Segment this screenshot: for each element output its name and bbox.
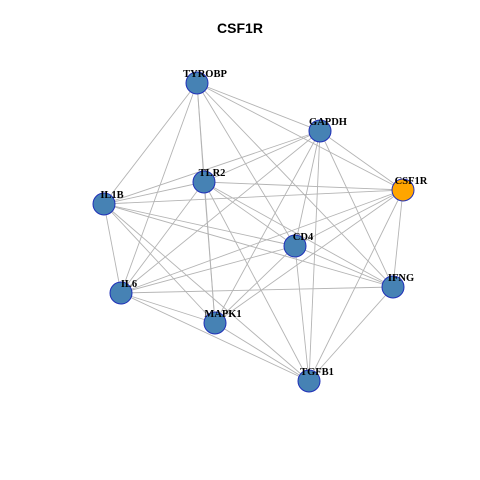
edge-il1b-il6	[103, 203, 122, 294]
edge-gapdh-il6	[120, 130, 321, 294]
node-il1b[interactable]	[92, 192, 116, 216]
edge-tyrobp-il6	[120, 82, 198, 294]
edge-ifng-il6	[120, 286, 394, 294]
edge-gapdh-csf1r	[319, 130, 404, 191]
edge-gapdh-tlr2	[203, 130, 321, 183]
edge-cd4-ifng	[294, 245, 394, 288]
edge-tlr2-ifng	[203, 181, 394, 288]
edge-il1b-ifng	[103, 203, 394, 288]
edge-csf1r-ifng	[392, 189, 404, 288]
edge-csf1r-cd4	[294, 189, 404, 247]
node-tyrobp[interactable]	[185, 71, 209, 95]
edge-cd4-il6	[120, 245, 296, 294]
edge-tlr2-il1b	[103, 181, 205, 205]
node-ifng[interactable]	[381, 275, 405, 299]
node-label-il6: IL6	[121, 279, 137, 290]
edge-tyrobp-tlr2	[196, 82, 205, 183]
edge-csf1r-tgfb1	[308, 189, 404, 382]
edge-tyrobp-il1b	[103, 82, 198, 205]
edge-cd4-tgfb1	[294, 245, 310, 382]
edge-il6-mapk1	[120, 292, 216, 324]
node-tgfb1[interactable]	[297, 369, 321, 393]
node-layer	[92, 71, 415, 393]
node-mapk1[interactable]	[203, 311, 227, 335]
edge-il1b-cd4	[103, 203, 296, 247]
edge-gapdh-il1b	[103, 130, 321, 205]
edge-csf1r-tlr2	[203, 181, 404, 191]
node-csf1r[interactable]	[391, 178, 415, 202]
node-label-mapk1: MAPK1	[204, 309, 241, 320]
edge-tlr2-mapk1	[203, 181, 216, 324]
edge-tlr2-tgfb1	[203, 181, 310, 382]
edge-gapdh-cd4	[294, 130, 321, 247]
edge-gapdh-tgfb1	[308, 130, 321, 382]
edge-tyrobp-csf1r	[196, 82, 404, 191]
edge-tyrobp-ifng	[196, 82, 394, 288]
node-label-csf1r: CSF1R	[395, 176, 428, 187]
node-label-gapdh: GAPDH	[309, 117, 347, 128]
diagram-title: CSF1R	[217, 20, 263, 36]
node-gapdh[interactable]	[308, 119, 332, 143]
node-tlr2[interactable]	[192, 170, 216, 194]
edge-csf1r-il6	[120, 189, 404, 294]
edge-mapk1-tgfb1	[214, 322, 310, 382]
node-label-il1b: IL1B	[100, 190, 123, 201]
edge-cd4-mapk1	[214, 245, 296, 324]
edge-csf1r-mapk1	[214, 189, 404, 324]
node-il6[interactable]	[109, 281, 133, 305]
edge-tlr2-il6	[120, 181, 205, 294]
edge-csf1r-il1b	[103, 189, 404, 205]
edge-il6-tgfb1	[120, 292, 310, 382]
edge-layer	[103, 82, 404, 382]
edge-ifng-tgfb1	[308, 286, 394, 382]
node-label-tlr2: TLR2	[199, 168, 226, 179]
node-label-cd4: CD4	[293, 232, 314, 243]
edge-tyrobp-gapdh	[196, 82, 321, 132]
edge-gapdh-ifng	[319, 130, 394, 288]
edge-il1b-mapk1	[103, 203, 216, 324]
node-label-tgfb1: TGFB1	[300, 367, 334, 378]
edge-tlr2-cd4	[203, 181, 296, 247]
node-label-ifng: IFNG	[388, 273, 414, 284]
edge-il1b-tgfb1	[103, 203, 310, 382]
node-label-tyrobp: TYROBP	[183, 69, 227, 80]
node-cd4[interactable]	[283, 234, 307, 258]
edge-tyrobp-cd4	[196, 82, 296, 247]
